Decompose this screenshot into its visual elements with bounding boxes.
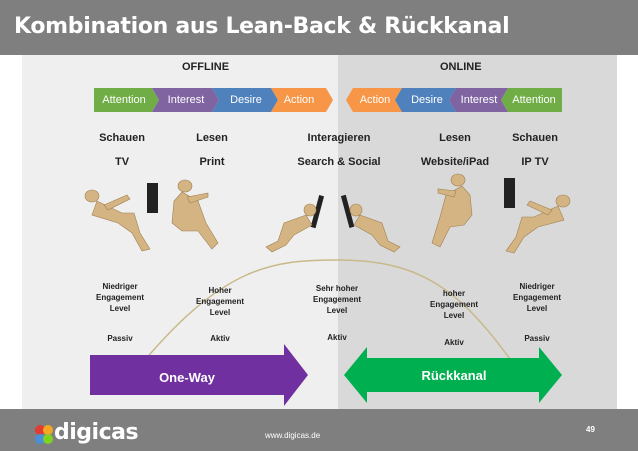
- one-way-arrow: [90, 344, 308, 406]
- activity-label: Lesen: [439, 132, 471, 144]
- chevron-online-desire: [395, 88, 456, 112]
- one-way-label: One-Way: [159, 370, 216, 385]
- stage-offline-desire: Desire: [230, 94, 262, 106]
- engagement-level: Sehr hoher Engagement Level: [312, 284, 361, 315]
- stage-online-desire: Desire: [411, 94, 443, 106]
- activity-label: Lesen: [196, 132, 228, 144]
- engagement-level: Niedriger Engagement Level: [95, 282, 144, 313]
- page-number: 49: [586, 425, 595, 434]
- engagement-level: hoher Engagement Level: [429, 289, 478, 320]
- online-label: ONLINE: [440, 61, 482, 73]
- person-reading-icon: [431, 173, 473, 248]
- funnel-chevrons: One-Way Rückkanal: [84, 88, 571, 406]
- mode-label: Aktiv: [210, 334, 230, 343]
- chevron-offline-action: [271, 88, 333, 112]
- engagement-level: Niedriger Engagement Level: [512, 282, 561, 313]
- mode-label: Passiv: [524, 334, 550, 343]
- slide-title: Kombination aus Lean-Back & Rückkanal: [14, 14, 510, 39]
- medium-label: Print: [199, 156, 225, 168]
- person-watching-tv-icon: [84, 183, 158, 252]
- person-reading-icon: [171, 179, 219, 250]
- engagement-curve: [133, 259, 521, 374]
- chevron-offline-desire: [212, 88, 278, 112]
- back-channel-arrow: [344, 347, 562, 403]
- stage-offline-action: Action: [283, 94, 315, 106]
- offline-label: OFFLINE: [182, 61, 230, 73]
- back-channel-label: Rückkanal: [421, 368, 486, 383]
- engagement-level: Hoher Engagement Level: [195, 286, 244, 317]
- person-watching-tv-icon: [504, 178, 571, 254]
- chevron-offline-attention: [94, 88, 159, 112]
- activity-label: Schauen: [99, 132, 145, 144]
- medium-label: Website/iPad: [420, 156, 490, 168]
- chevron-online-attention: [501, 88, 562, 112]
- diagram-area: OFFLINE ONLINE: [22, 55, 617, 409]
- stage-offline-interest: Interest: [167, 94, 205, 106]
- digicas-logo: digicas: [54, 420, 139, 445]
- person-at-computer-icon: [265, 195, 325, 253]
- footer-bar: [0, 409, 638, 451]
- stage-online-action: Action: [359, 94, 391, 106]
- person-at-computer-icon: [340, 194, 401, 253]
- medium-label: Search & Social: [297, 156, 381, 168]
- footer-url[interactable]: www.digicas.de: [265, 431, 321, 440]
- medium-label: TV: [114, 156, 130, 168]
- stage-online-attention: Attention: [512, 94, 556, 106]
- chevron-online-interest: [449, 88, 508, 112]
- stage-online-interest: Interest: [460, 94, 498, 106]
- activity-label: Schauen: [512, 132, 558, 144]
- mode-label: Passiv: [107, 334, 133, 343]
- medium-label: IP TV: [521, 156, 549, 168]
- mode-label: Aktiv: [444, 338, 464, 347]
- activity-label: Interagieren: [307, 132, 371, 144]
- mode-label: Aktiv: [327, 333, 347, 342]
- stage-offline-attention: Attention: [102, 94, 146, 106]
- title-bar: Kombination aus Lean-Back & Rückkanal: [0, 0, 638, 55]
- chevron-online-action: [346, 88, 402, 112]
- chevron-offline-interest: [152, 88, 219, 112]
- digicas-logo-icon: [35, 425, 53, 444]
